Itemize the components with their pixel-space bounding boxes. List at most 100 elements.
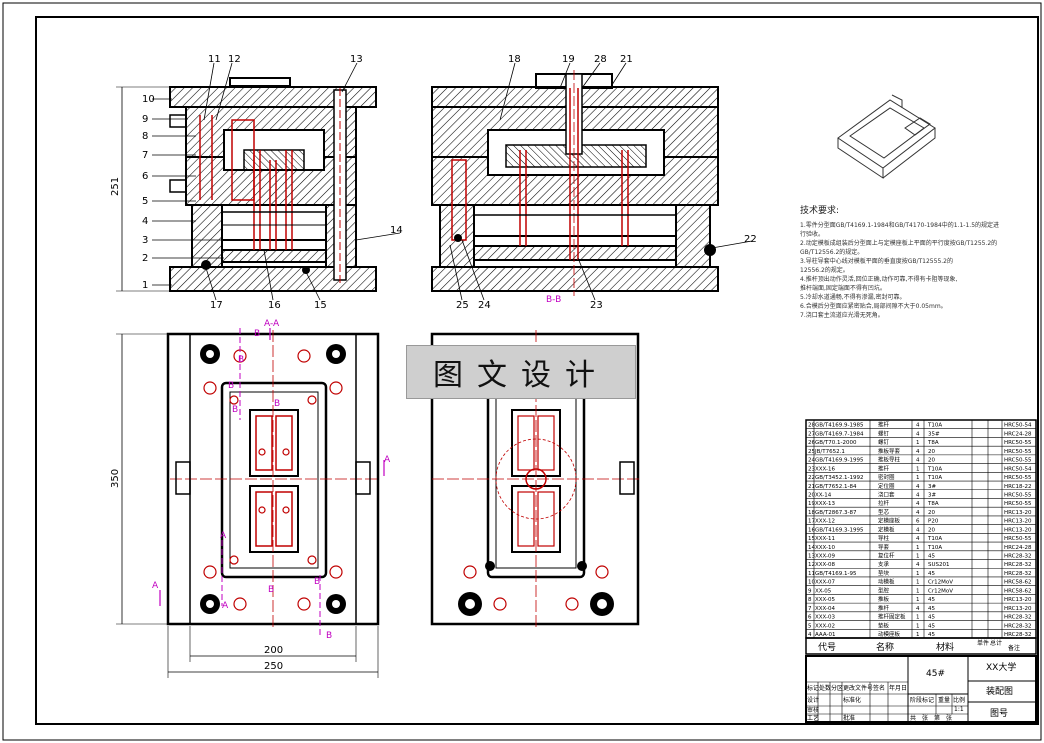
tech-line-3: 2.动定模板成组装后分型面上与定模座板上平面的平行度按GB/T1255.2的 [800,239,997,247]
bom-cell-no: 24 [808,458,815,464]
bom-cell-code: XXX-09 [815,554,836,560]
bom-cell-note: HRC28-32 [1004,623,1032,629]
bom-cell-mat: 45 [928,632,935,638]
bom-cell-mat: 45 [928,623,935,629]
bom-cell-note: HRC58-62 [1004,588,1032,594]
bom-cell-note: HRC50-55 [1004,449,1032,455]
bom-cell-name: 推板 [878,595,890,603]
bom-cell-qty: 4 [916,492,920,498]
bom-cell-mat: 45 [928,606,935,612]
bom-cell-code: XXX-04 [815,606,836,612]
dim-width-inner: 200 [264,645,283,656]
bom-cell-note: HRC28-32 [1004,554,1032,560]
label-14: 14 [390,225,403,236]
bom-cell-no: 22 [808,475,815,481]
bom-header: 代号 名称 材料 单件 总计 备注 [805,637,1037,655]
tb-label-0: 标记 [807,684,819,692]
bom-cell-note: HRC13-20 [1004,597,1032,603]
bom-cell-mat: T8A [927,440,939,446]
watermark-banner: 图文设计 [406,345,636,399]
bom-cell-no: 15 [808,536,815,542]
part-isometric-sketch [837,94,936,179]
bom-cell-name: 支承 [878,560,890,568]
bom-cell-no: 7 [808,606,812,612]
bom-cell-code: XXX-03 [815,615,836,621]
bom-cell-qty: 6 [916,519,920,525]
label-5: 5 [142,196,148,207]
bom-cell-qty: 1 [916,588,920,594]
tb-label-5: 年月日 [889,684,907,692]
tb-label-6: 设计 [807,696,819,704]
marker-b-8: B [326,631,332,641]
side-section-view [431,70,719,296]
label-23: 23 [590,300,603,311]
bom-cell-code: GB/T4169.1-95 [815,571,857,577]
label-3: 3 [142,235,148,246]
bom-cell-code: XXX-08 [815,562,836,568]
bom-cell-qty: 4 [916,449,920,455]
bom-header-total: 总计 [990,639,1002,647]
bom-cell-name: 密封圈 [878,473,895,481]
bom-cell-name: 型芯 [878,508,890,516]
bom-cell-name: 推板导套 [878,447,901,455]
bom-cell-note: HRC50-55 [1004,475,1032,481]
bom-cell-note: HRC24-28 [1004,545,1032,551]
tb-label-2: 分区 [831,684,843,692]
dim-height-plan: 350 [110,469,121,488]
bom-cell-name: 推杆 [878,464,890,472]
bom-cell-note: HRC13-20 [1004,606,1032,612]
bom-cell-mat: 35# [928,431,940,437]
bom-cell-name: 定模座板 [878,517,901,525]
tech-line-5: 3.导柱导套中心线对模板平面的垂直度按GB/T12555.2的 [800,257,953,265]
bom-cell-qty: 4 [916,536,920,542]
section-label-bb: B-B [546,295,561,305]
label-15: 15 [314,300,327,311]
bom-cell-code: XXX-05 [815,597,836,603]
bom-cell-code: GB/T70.1-2000 [815,440,857,446]
bom-cell-mat: 20 [928,449,935,455]
tech-line-8: 推杆端面,固定端面不得有凹坑。 [800,284,886,292]
bom-cell-no: 26 [808,440,815,446]
bom-cell-code: XXX-10 [815,545,836,551]
bom-cell-note: HRC28-32 [1004,562,1032,568]
plan-view-left: A-A B B B B B A A A A B B B [152,319,391,641]
bom-cell-qty: 4 [916,527,920,533]
marker-b-1: B [254,329,260,339]
side-view-labels: 18 19 28 21 22 23 24 25 B-B [449,54,757,311]
bom-cell-code: GB/T4169.3-1995 [815,527,864,533]
bom-cell-code: XXX-13 [815,501,836,507]
dim-height-front: 251 [110,177,121,196]
tech-line-9: 5.冷却水道通畅,不得有渗漏,密封可靠。 [800,293,906,301]
bom-cell-qty: 4 [916,501,920,507]
bom-cell-no: 19 [808,501,815,507]
label-2: 2 [142,253,148,264]
bom-cell-note: HRC28-32 [1004,571,1032,577]
bom-cell-note: HRC28-32 [1004,632,1032,638]
bom-cell-mat: 3# [928,492,936,498]
bom-cell-name: 导套 [878,543,890,551]
title-block: 标记 处数 分区 更改文件号 签名 年月日 设计 标准化 阶段标记 重量 比例 … [805,655,1037,723]
bom-cell-no: 10 [808,580,815,586]
bom-cell-name: 垫板 [878,621,890,629]
bom-cell-no: 11 [808,571,815,577]
bom-cell-mat: 20 [928,510,935,516]
bom-cell-no: 6 [808,615,812,621]
tb-label-1: 处数 [819,684,831,692]
tech-line-6: 12556.2的规定。 [800,266,849,274]
bom-cell-mat: SUS201 [928,562,950,568]
dim-width-outer: 250 [264,661,283,672]
bom-cell-no: 16 [808,527,815,533]
tb-label-16: 第 [934,714,940,722]
bom-cell-mat: T10A [927,536,942,542]
tb-label-15: 张 [922,714,928,722]
tech-title: 技术要求: [800,204,839,216]
bom-header-name: 名称 [876,641,894,653]
bom-cell-code: GB/T3452.1-1992 [815,475,863,481]
tb-label-9: 重量 [938,696,950,704]
bom-cell-name: 拉杆 [878,499,890,507]
label-8: 8 [142,131,148,142]
bom-cell-no: 5 [808,623,812,629]
bom-cell-code: GB/T4169.9-1985 [815,423,864,429]
bom-cell-note: HRC50-55 [1004,536,1032,542]
